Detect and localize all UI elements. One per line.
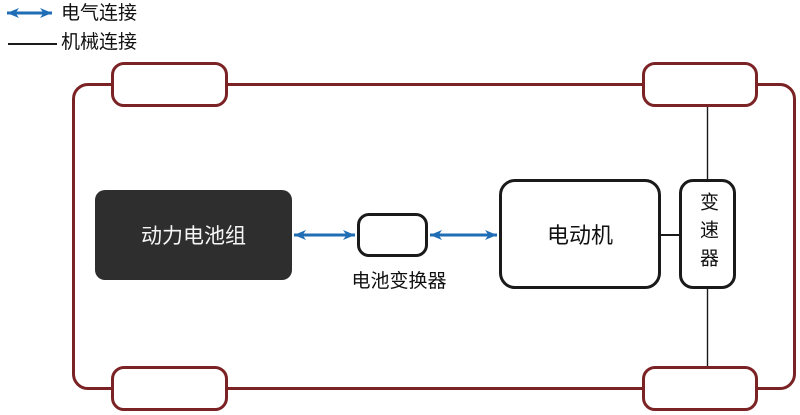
battery-pack-box: 动力电池组 (95, 190, 292, 280)
motor-box: 电动机 (499, 179, 661, 289)
motor-label: 电动机 (546, 223, 613, 248)
wheel-bottom-right (642, 366, 758, 411)
legend-mechanical-label: 机械连接 (61, 32, 138, 53)
battery-converter-box (357, 213, 428, 257)
wheel-bottom-left (111, 366, 228, 411)
wheel-top-left (111, 62, 228, 107)
battery-pack-label: 动力电池组 (141, 225, 246, 248)
transmission-box: 变速器 (679, 179, 736, 289)
battery-converter-label: 电池变换器 (351, 271, 447, 292)
car-body-outline (72, 83, 796, 390)
transmission-label: 变速器 (697, 192, 718, 276)
legend-electrical-label: 电气连接 (61, 3, 138, 24)
wheel-top-right (642, 62, 758, 107)
